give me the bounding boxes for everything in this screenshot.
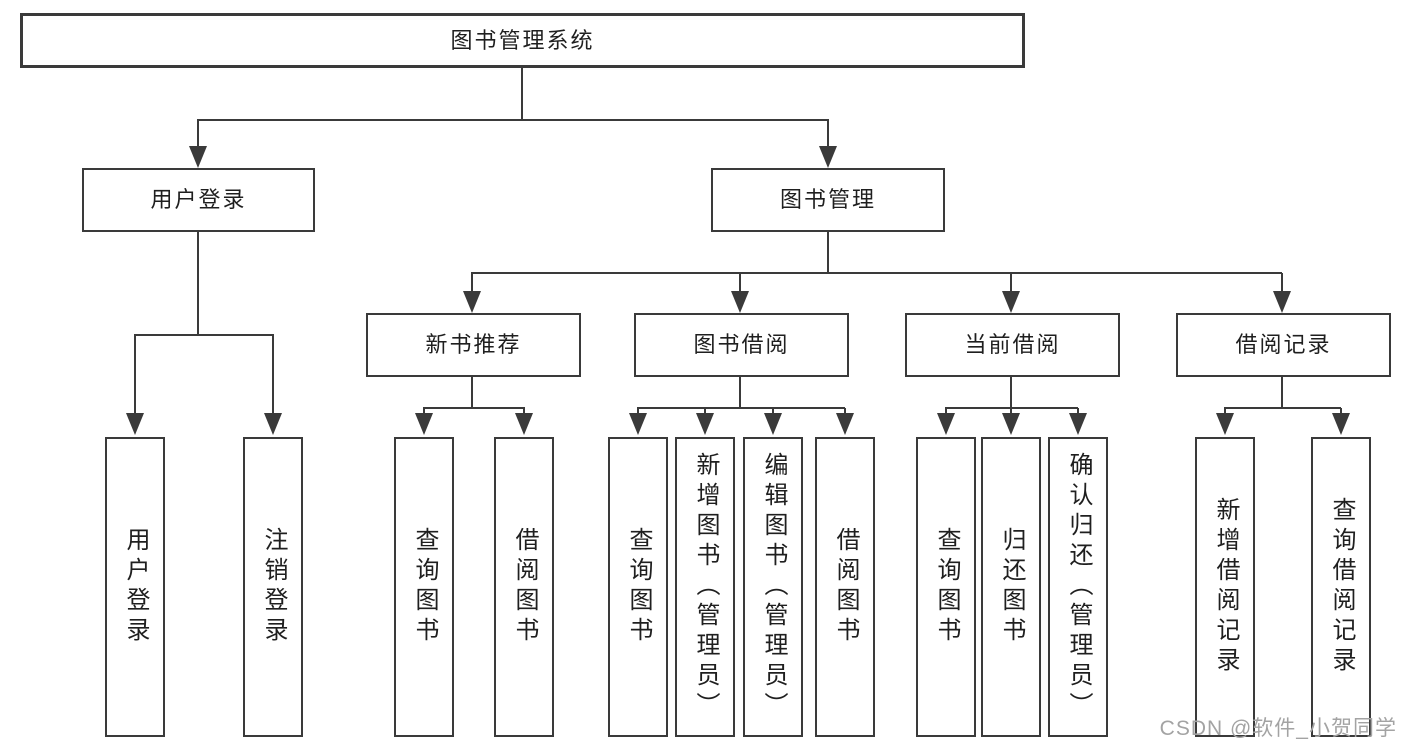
connector-vline (1010, 273, 1012, 293)
leaf-borrow-borrow-book: 借阅图书 (815, 437, 875, 737)
connector-vline (1281, 273, 1283, 293)
leaf-recommend-borrow-book: 借阅图书 (494, 437, 554, 737)
connector-vline (1077, 408, 1079, 416)
connector-vline (827, 232, 829, 273)
connector-hline (471, 272, 1282, 274)
node-book-borrow: 图书借阅 (634, 313, 849, 377)
arrowhead-down-icon (1332, 413, 1350, 435)
node-book-management: 图书管理 (711, 168, 945, 232)
node-root: 图书管理系统 (20, 13, 1025, 68)
leaf-records-add-record: 新增借阅记录 (1195, 437, 1255, 737)
leaf-user-login: 用户登录 (105, 437, 165, 737)
arrowhead-down-icon (415, 413, 433, 435)
node-new-book-recommend: 新书推荐 (366, 313, 581, 377)
arrowhead-down-icon (836, 413, 854, 435)
arrowhead-down-icon (126, 413, 144, 435)
arrowhead-down-icon (515, 413, 533, 435)
connector-vline (772, 408, 774, 416)
node-current-borrow: 当前借阅 (905, 313, 1120, 377)
arrowhead-down-icon (1069, 413, 1087, 435)
arrowhead-down-icon (1273, 291, 1291, 313)
connector-vline (197, 232, 199, 335)
arrowhead-down-icon (264, 413, 282, 435)
connector-vline (197, 120, 199, 148)
arrowhead-down-icon (463, 291, 481, 313)
arrowhead-down-icon (189, 146, 207, 168)
leaf-borrow-edit-book-admin: 编辑图书（管理员） (743, 437, 803, 737)
connector-vline (637, 408, 639, 416)
connector-vline (1010, 408, 1012, 416)
connector-vline (521, 68, 523, 120)
arrowhead-down-icon (731, 291, 749, 313)
connector-vline (523, 408, 525, 416)
leaf-borrow-add-book-admin: 新增图书（管理员） (675, 437, 735, 737)
connector-vline (1281, 377, 1283, 408)
leaf-records-query-record: 查询借阅记录 (1311, 437, 1371, 737)
connector-hline (134, 334, 274, 336)
leaf-current-confirm-return-admin: 确认归还（管理员） (1048, 437, 1108, 737)
leaf-current-query-book: 查询图书 (916, 437, 976, 737)
connector-vline (739, 377, 741, 408)
connector-vline (1340, 408, 1342, 416)
node-user-login: 用户登录 (82, 168, 315, 232)
arrowhead-down-icon (1002, 413, 1020, 435)
arrowhead-down-icon (629, 413, 647, 435)
connector-vline (471, 377, 473, 408)
leaf-borrow-query-book: 查询图书 (608, 437, 668, 737)
leaf-recommend-query-book: 查询图书 (394, 437, 454, 737)
connector-vline (739, 273, 741, 293)
node-borrow-records: 借阅记录 (1176, 313, 1391, 377)
watermark: CSDN @软件_小贺同学 (1159, 717, 1397, 740)
arrowhead-down-icon (1216, 413, 1234, 435)
connector-vline (272, 335, 274, 415)
connector-vline (471, 273, 473, 293)
connector-vline (134, 335, 136, 415)
connector-vline (844, 408, 846, 416)
connector-vline (423, 408, 425, 416)
leaf-logout-login: 注销登录 (243, 437, 303, 737)
connector-hline (197, 119, 829, 121)
connector-hline (637, 407, 845, 409)
arrowhead-down-icon (819, 146, 837, 168)
connector-hline (1224, 407, 1341, 409)
connector-vline (704, 408, 706, 416)
arrowhead-down-icon (937, 413, 955, 435)
arrowhead-down-icon (764, 413, 782, 435)
connector-hline (423, 407, 525, 409)
arrowhead-down-icon (696, 413, 714, 435)
arrowhead-down-icon (1002, 291, 1020, 313)
connector-vline (827, 120, 829, 148)
connector-vline (945, 408, 947, 416)
leaf-current-return-book: 归还图书 (981, 437, 1041, 737)
connector-vline (1224, 408, 1226, 416)
connector-vline (1010, 377, 1012, 408)
